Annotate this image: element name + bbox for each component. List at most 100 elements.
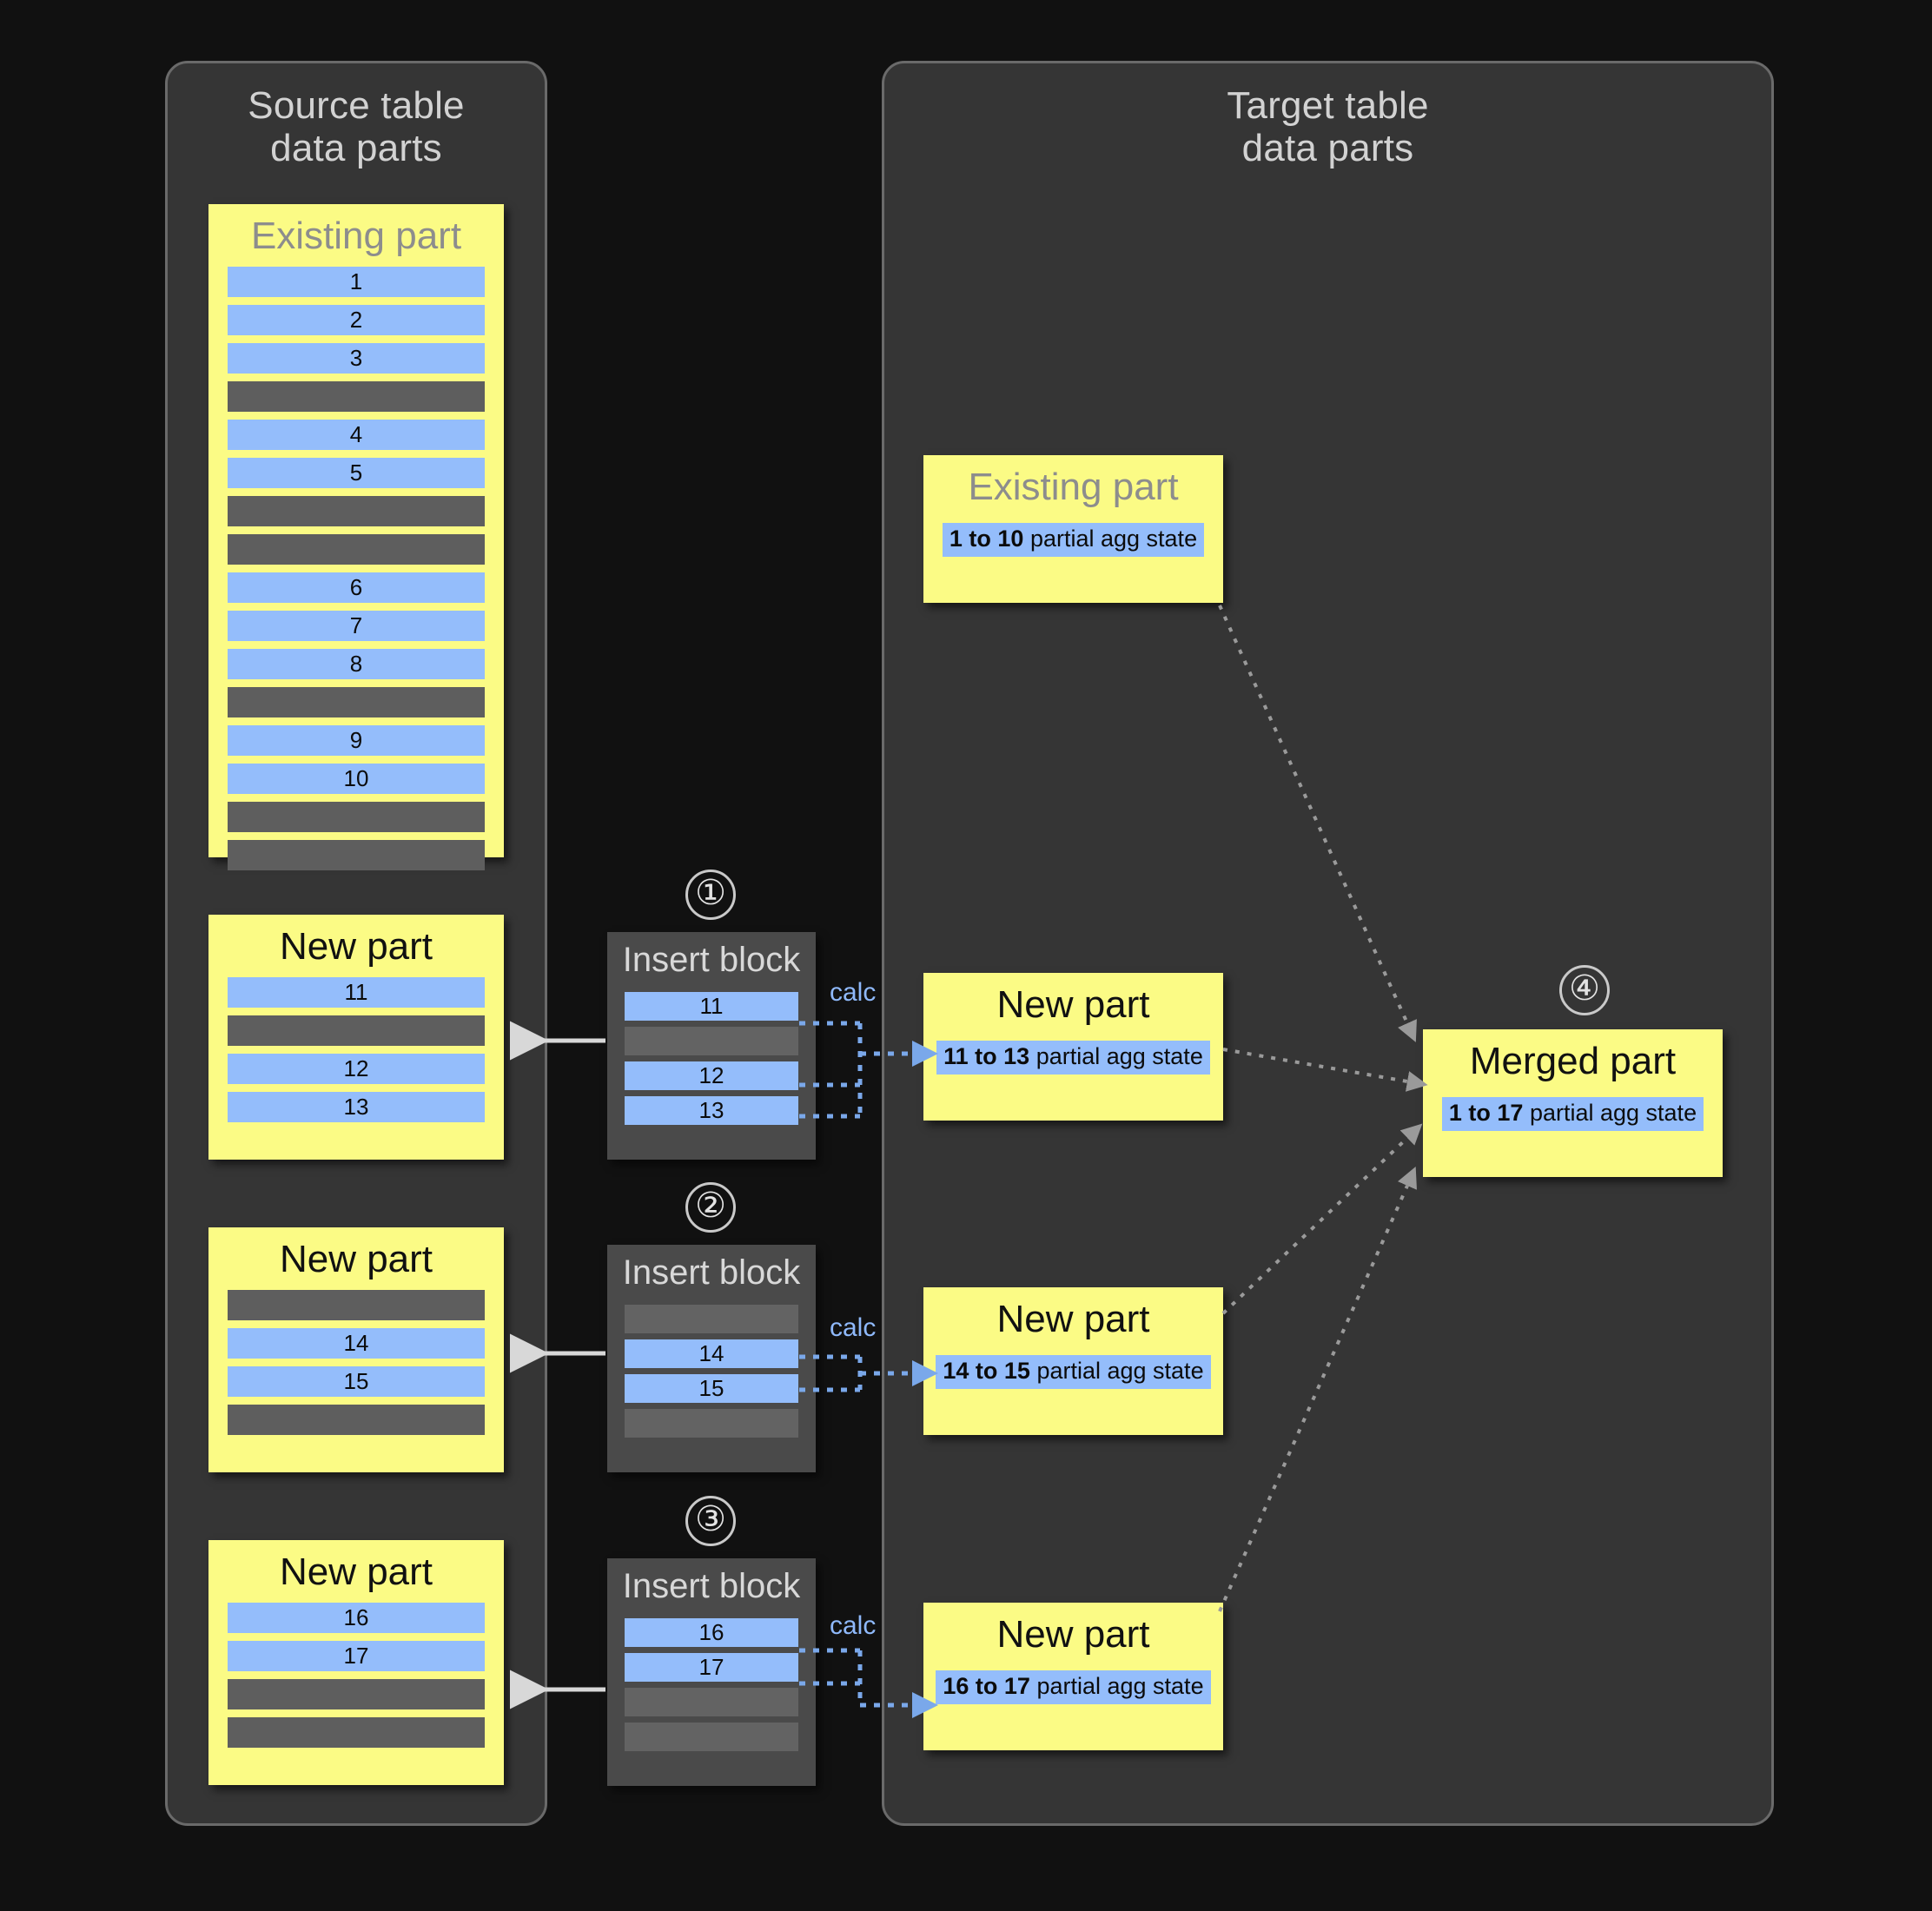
target-new-part-3-title: New part (996, 1613, 1150, 1656)
source-new-part-3-title: New part (279, 1551, 433, 1593)
data-row: 9 (228, 725, 485, 757)
data-row: 15 (228, 1366, 485, 1398)
insert-block-1-rows: 11 12 13 (607, 992, 816, 1148)
target-new-part-1-title: New part (996, 983, 1150, 1026)
target-merged-part-agg: 1 to 17 partial agg state (1441, 1097, 1704, 1132)
data-row: 1 (228, 267, 485, 298)
source-new-part-1-rows: 11 12 13 (208, 977, 504, 1140)
target-existing-part-agg: 1 to 10 partial agg state (942, 523, 1205, 558)
empty-row (625, 1723, 798, 1751)
empty-row (625, 1409, 798, 1438)
insert-block-3-title: Insert block (622, 1567, 801, 1605)
step-marker-2-label: ② (695, 1187, 726, 1225)
data-row: 16 (625, 1618, 798, 1647)
target-new-part-3-agg-wrap: 16 to 17 partial agg state (923, 1665, 1223, 1727)
target-merged-part-agg-wrap: 1 to 17 partial agg state (1423, 1092, 1723, 1154)
target-existing-part: Existing part 1 to 10 partial agg state (923, 455, 1223, 603)
step-marker-3-label: ③ (695, 1500, 726, 1538)
data-row: 12 (228, 1054, 485, 1085)
target-existing-part-agg-wrap: 1 to 10 partial agg state (923, 518, 1223, 579)
calc-label-1: calc (830, 978, 877, 1007)
data-row: 16 (228, 1603, 485, 1634)
data-row: 4 (228, 420, 485, 451)
step-marker-1-label: ① (695, 874, 726, 912)
data-row: 10 (228, 764, 485, 795)
target-new-part-2-agg: 14 to 15 partial agg state (936, 1355, 1211, 1390)
data-row: 7 (228, 611, 485, 642)
target-table-panel: Target table data parts (882, 61, 1774, 1826)
target-new-part-3-agg: 16 to 17 partial agg state (936, 1670, 1211, 1705)
data-row: 15 (625, 1374, 798, 1403)
step-marker-1: ① (685, 870, 736, 920)
data-row: 12 (625, 1061, 798, 1090)
step-marker-4-label: ④ (1569, 969, 1600, 1008)
empty-row (228, 1405, 485, 1436)
source-existing-part: Existing part 1 2 3 4 5 6 7 8 9 10 (208, 204, 504, 871)
empty-row (228, 802, 485, 833)
data-row: 17 (228, 1641, 485, 1672)
source-table-title: Source table data parts (248, 84, 465, 170)
data-row: 17 (625, 1653, 798, 1682)
data-row: 2 (228, 305, 485, 336)
target-new-part-1-agg-wrap: 11 to 13 partial agg state (923, 1035, 1223, 1097)
source-existing-part-title: Existing part (250, 215, 462, 257)
agg-suffix: partial agg state (1029, 1043, 1203, 1070)
data-row: 11 (625, 992, 798, 1021)
empty-row (228, 1290, 485, 1321)
agg-suffix: partial agg state (1029, 1358, 1204, 1385)
target-new-part-1-agg: 11 to 13 partial agg state (936, 1041, 1210, 1075)
agg-range: 11 to 13 (943, 1043, 1030, 1070)
data-row: 8 (228, 649, 485, 680)
source-existing-part-rows: 1 2 3 4 5 6 7 8 9 10 (208, 267, 504, 888)
step-marker-4: ④ (1559, 965, 1610, 1015)
data-row: 11 (228, 977, 485, 1008)
step-marker-3: ③ (685, 1496, 736, 1546)
empty-row (625, 1688, 798, 1716)
step-marker-2: ② (685, 1182, 736, 1233)
data-row: 14 (228, 1328, 485, 1359)
agg-suffix: partial agg state (1023, 526, 1198, 552)
calc-label-2: calc (830, 1313, 877, 1342)
target-new-part-1: New part 11 to 13 partial agg state (923, 973, 1223, 1121)
empty-row (228, 1679, 485, 1710)
data-row: 5 (228, 458, 485, 489)
data-row: 3 (228, 343, 485, 374)
empty-row (625, 1305, 798, 1333)
agg-range: 16 to 17 (943, 1673, 1030, 1700)
insert-block-1-title: Insert block (622, 941, 801, 979)
insert-block-2-title: Insert block (622, 1253, 801, 1292)
target-new-part-2-title: New part (996, 1298, 1150, 1340)
source-new-part-1-title: New part (279, 925, 433, 968)
agg-range: 1 to 17 (1448, 1100, 1524, 1127)
target-existing-part-title: Existing part (968, 466, 1179, 508)
empty-row (228, 496, 485, 527)
calc-label-3: calc (830, 1611, 877, 1640)
empty-row (625, 1027, 798, 1055)
target-merged-part: Merged part 1 to 17 partial agg state (1423, 1029, 1723, 1177)
empty-row (228, 1015, 485, 1047)
empty-row (228, 840, 485, 871)
agg-suffix: partial agg state (1523, 1100, 1697, 1127)
data-row: 6 (228, 572, 485, 604)
data-row: 13 (625, 1096, 798, 1125)
source-new-part-1: New part 11 12 13 (208, 915, 504, 1160)
source-new-part-2-title: New part (279, 1238, 433, 1280)
empty-row (228, 1717, 485, 1749)
agg-suffix: partial agg state (1029, 1673, 1204, 1700)
data-row: 13 (228, 1092, 485, 1123)
agg-range: 1 to 10 (949, 526, 1024, 552)
data-row: 14 (625, 1339, 798, 1368)
target-table-title: Target table data parts (1227, 84, 1429, 170)
target-new-part-2-agg-wrap: 14 to 15 partial agg state (923, 1350, 1223, 1412)
empty-row (228, 534, 485, 565)
empty-row (228, 381, 485, 413)
